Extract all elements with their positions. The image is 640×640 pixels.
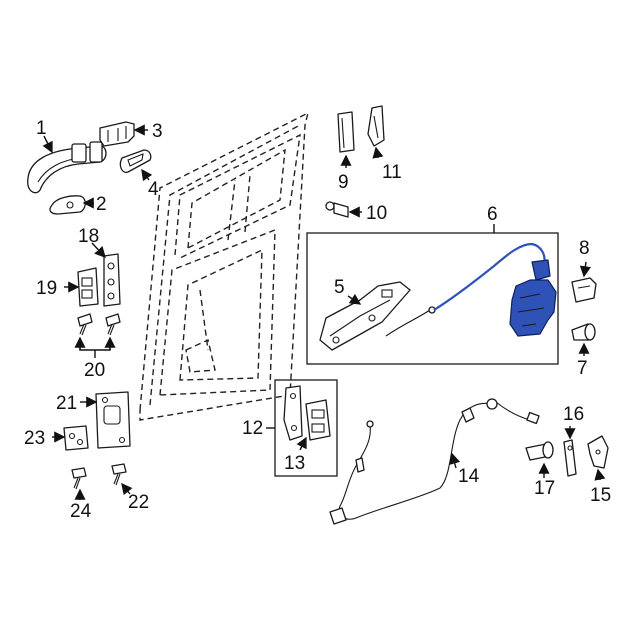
handle-pad	[49, 195, 86, 215]
lock-bracket	[283, 385, 303, 441]
callout-10: 10	[366, 203, 387, 224]
callout-2: 2	[96, 194, 107, 215]
callout-18: 18	[78, 226, 99, 247]
callout-21: 21	[56, 393, 77, 414]
lock-rod-pin	[525, 441, 554, 461]
callout-19: 19	[36, 278, 57, 299]
callout-13: 13	[284, 453, 305, 474]
callout-14: 14	[458, 466, 480, 487]
striker-screw	[111, 463, 127, 486]
callout-20: 20	[84, 360, 105, 381]
handle-screw	[325, 201, 349, 218]
callout-9: 9	[338, 172, 349, 193]
lock-cylinder-housing	[77, 267, 99, 307]
door-lock-actuator-latch	[433, 242, 557, 337]
handle-gasket	[119, 149, 152, 173]
striker-shim	[63, 425, 89, 451]
lock-cylinder-bracket	[103, 253, 121, 307]
lock-cylinder	[305, 399, 331, 441]
latch-bumper	[571, 277, 597, 303]
inside-handle-bracket	[337, 111, 355, 153]
callout-4: 4	[148, 179, 159, 200]
callout-6: 6	[487, 204, 498, 225]
outside-handle	[27, 141, 107, 194]
callout-7: 7	[577, 358, 588, 379]
callout-23: 23	[24, 428, 45, 449]
door-striker	[95, 391, 131, 449]
callout-24: 24	[70, 501, 92, 522]
latch-pin	[571, 323, 596, 341]
callout-22: 22	[128, 492, 149, 513]
rear-door-outline	[139, 111, 310, 421]
lock-cable	[329, 398, 540, 525]
callout-3: 3	[152, 121, 163, 142]
inside-handle-assembly	[319, 281, 411, 351]
callout-8: 8	[579, 238, 590, 259]
inside-handle-guide	[367, 105, 385, 147]
striker-bolt	[71, 467, 87, 490]
lock-lever	[563, 439, 577, 477]
screw-pair	[77, 313, 121, 336]
callout-17: 17	[534, 478, 555, 499]
callout-12: 12	[242, 418, 263, 439]
callout-16: 16	[563, 404, 584, 425]
lock-clip	[587, 435, 609, 469]
handle-cap	[99, 121, 135, 147]
callout-11: 11	[382, 162, 402, 183]
callout-5: 5	[334, 277, 345, 298]
callout-1: 1	[36, 118, 47, 139]
latch-assembly-box	[306, 232, 559, 365]
callout-15: 15	[590, 485, 611, 506]
